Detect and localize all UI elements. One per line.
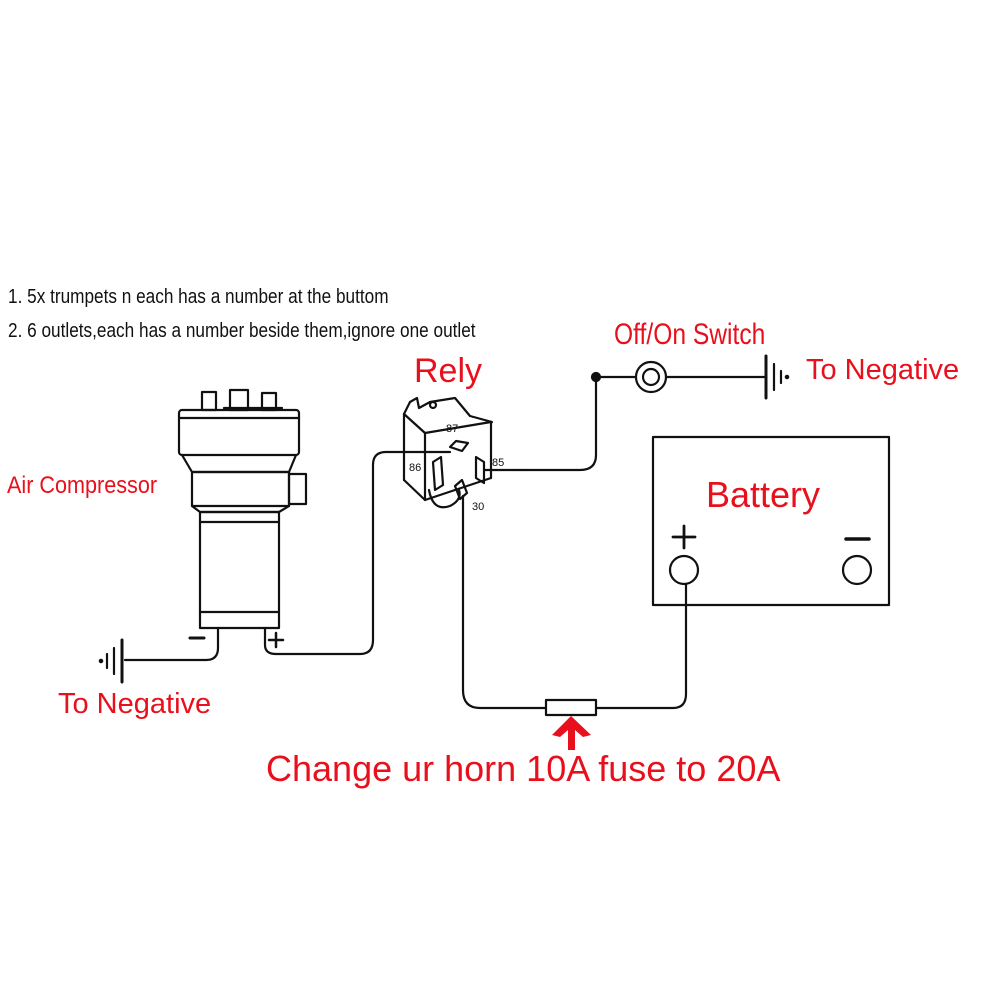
relay-to-fuse-wire (461, 494, 548, 710)
relay-pin-85 (474, 455, 486, 485)
compressor-negative-wire (123, 626, 220, 662)
note-1: 1. 5x trumpets n each has a number at th… (8, 286, 389, 308)
air-compressor (123, 388, 452, 662)
compressor-positive-wire (263, 450, 452, 656)
compressor-outlet (260, 391, 278, 412)
fuse-icon (544, 698, 598, 717)
compressor-outlet (228, 388, 250, 412)
relay-pin-86 (431, 455, 445, 492)
switch-label: Off/On Switch (614, 318, 766, 351)
compressor-body (198, 510, 281, 630)
compressor-label: Air Compressor (7, 472, 158, 499)
battery-label: Battery (706, 474, 821, 515)
compressor-ground-label: To Negative (58, 688, 212, 720)
compressor-outlet (200, 390, 218, 412)
relay-pin-30 (453, 478, 469, 501)
note-2: 2. 6 outlets,each has a number beside th… (8, 320, 476, 342)
relay-pin-86-label: 86 (409, 462, 421, 474)
battery-negative-terminal (841, 554, 873, 586)
relay-pin-87 (448, 439, 470, 453)
relay-label: Rely (414, 352, 483, 390)
compressor-ground-icon (98, 638, 124, 684)
relay-pin-30-label: 30 (472, 501, 484, 513)
relay (402, 396, 522, 509)
switch-ground-icon (764, 354, 790, 400)
arrow-up-icon (552, 716, 591, 750)
compressor-band (190, 470, 291, 508)
compressor-head (177, 408, 301, 457)
switch-ground-label: To Negative (806, 354, 960, 386)
relay-to-switch-wire (518, 375, 598, 472)
fuse-note: Change ur horn 10A fuse to 20A (266, 748, 781, 789)
fuse-to-battery-wire (594, 582, 688, 710)
relay-pin-85-label: 85 (492, 457, 504, 469)
battery-positive-terminal (668, 554, 700, 586)
switch-icon (634, 360, 668, 394)
battery (651, 435, 891, 607)
relay-pin-87-label: 87 (446, 423, 458, 435)
